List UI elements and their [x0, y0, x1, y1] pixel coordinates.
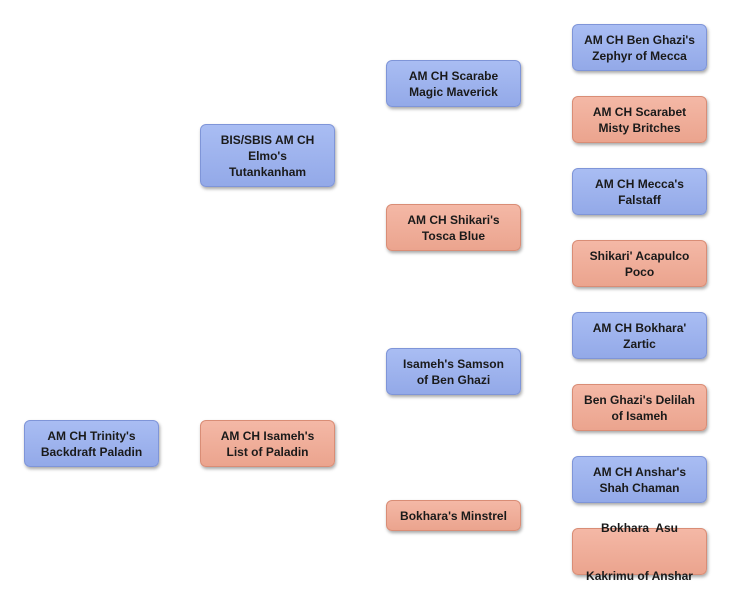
- dd-dam-name-line2: Kakrimu of Anshar: [586, 568, 693, 583]
- subject-name-line1: AM CH Trinity's: [47, 428, 136, 443]
- sd-sire-name-line2: Falstaff: [618, 192, 661, 207]
- sire-dam-node: AM CH Shikari's Tosca Blue: [386, 204, 521, 251]
- sire-name-line2: Elmo's: [248, 148, 287, 163]
- sire-name-line1: BIS/SBIS AM CH: [220, 132, 315, 147]
- ss-sire-node: AM CH Ben Ghazi's Zephyr of Mecca: [572, 24, 707, 71]
- ss-dam-node: AM CH Scarabet Misty Britches: [572, 96, 707, 143]
- ds-dam-name-line1: Ben Ghazi's Delilah: [584, 392, 695, 407]
- sd-sire-name-line1: AM CH Mecca's: [595, 176, 684, 191]
- dam-name-line1: AM CH Isameh's: [220, 428, 315, 443]
- sd-dam-node: Shikari' Acapulco Poco: [572, 240, 707, 287]
- ds-dam-node: Ben Ghazi's Delilah of Isameh: [572, 384, 707, 431]
- ss-dam-name-line1: AM CH Scarabet: [592, 104, 687, 119]
- sire-sire-name-line2: Magic Maverick: [409, 84, 498, 99]
- sire-dam-name-line1: AM CH Shikari's: [407, 212, 500, 227]
- dd-sire-node: AM CH Anshar's Shah Chaman: [572, 456, 707, 503]
- dd-dam-node: Bokhara Asu Kakrimu of Anshar: [572, 521, 707, 583]
- sire-name-line3: Tutankanham: [228, 164, 307, 179]
- sd-dam-name-line1: Shikari' Acapulco: [589, 248, 690, 263]
- sd-dam-name-line2: Poco: [624, 264, 655, 279]
- sire-dam-name-line2: Tosca Blue: [421, 228, 486, 243]
- ds-dam-name-line2: of Isameh: [611, 408, 668, 423]
- dam-dam-name-line1: Bokhara's Minstrel: [400, 508, 507, 523]
- dam-name-line2: List of Paladin: [226, 444, 309, 459]
- dd-dam-name-line1: Bokhara Asu: [601, 520, 678, 535]
- dam-sire-name-line2: of Ben Ghazi: [416, 372, 491, 387]
- ss-dam-name-line2: Misty Britches: [598, 120, 681, 135]
- dam-sire-name-line1: Isameh's Samson: [403, 356, 504, 371]
- sd-sire-node: AM CH Mecca's Falstaff: [572, 168, 707, 215]
- ds-sire-node: AM CH Bokhara' Zartic: [572, 312, 707, 359]
- ss-sire-name-line1: AM CH Ben Ghazi's: [584, 32, 695, 47]
- dam-sire-node: Isameh's Samson of Ben Ghazi: [386, 348, 521, 395]
- subject-node: AM CH Trinity's Backdraft Paladin: [24, 420, 159, 467]
- ds-sire-name-line2: Zartic: [623, 336, 656, 351]
- dd-sire-name-line1: AM CH Anshar's: [592, 464, 687, 479]
- sire-sire-node: AM CH Scarabe Magic Maverick: [386, 60, 521, 107]
- sire-sire-name-line1: AM CH Scarabe: [408, 68, 499, 83]
- subject-name-line2: Backdraft Paladin: [40, 444, 143, 459]
- ss-sire-name-line2: Zephyr of Mecca: [592, 48, 687, 63]
- dd-sire-name-line2: Shah Chaman: [599, 480, 680, 495]
- dam-node: AM CH Isameh's List of Paladin: [200, 420, 335, 467]
- sire-node: BIS/SBIS AM CH Elmo's Tutankanham: [200, 124, 335, 187]
- dam-dam-node: Bokhara's Minstrel: [386, 500, 521, 531]
- ds-sire-name-line1: AM CH Bokhara': [592, 320, 687, 335]
